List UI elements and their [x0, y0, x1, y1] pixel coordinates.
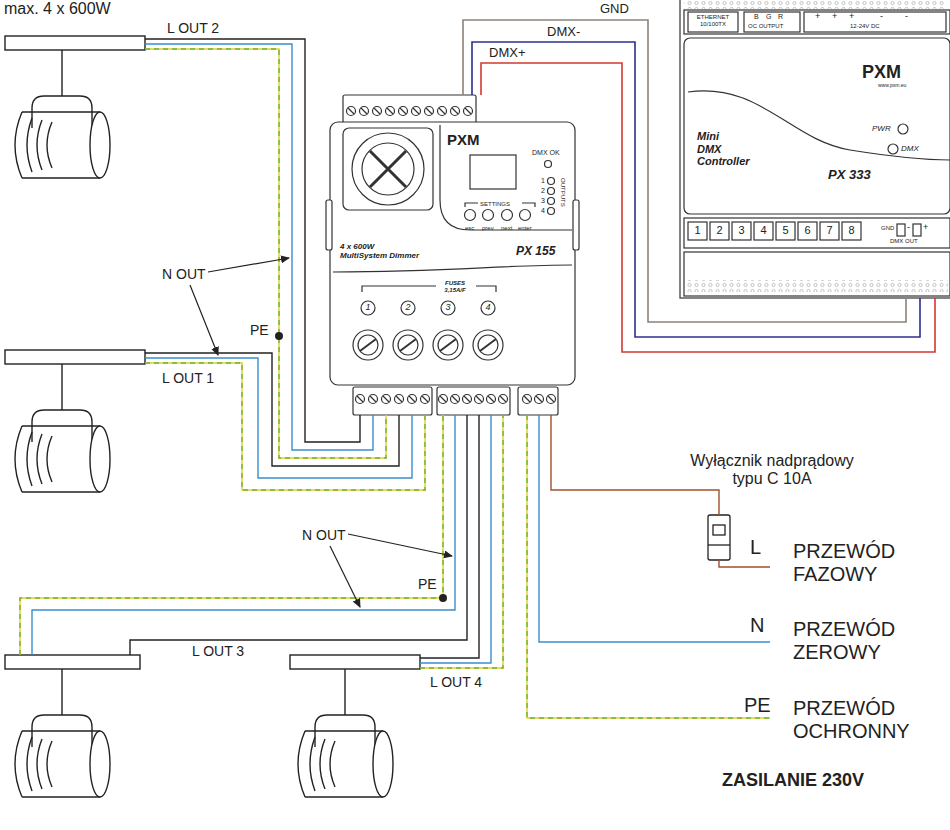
group-label: OUTPUTS: [559, 178, 566, 207]
pin-number: 6: [798, 224, 817, 237]
pin-label: -: [907, 222, 910, 232]
button-label: next: [501, 225, 512, 232]
output-label: L OUT 3: [190, 643, 246, 659]
channel-number: 3: [541, 197, 545, 205]
breaker-label: Wyłącznik nadprądowy typu C 10A: [680, 452, 864, 489]
conductor-letter: L: [750, 536, 761, 559]
button-label: prev: [482, 225, 494, 232]
channel-number: 4: [541, 207, 545, 215]
dimmer-housing: [326, 95, 579, 415]
logo: PXM: [862, 62, 901, 83]
pin-label: +: [923, 222, 928, 232]
led-label: PWR: [872, 124, 891, 133]
lamp: [5, 350, 145, 492]
pin-number: 2: [710, 224, 729, 237]
button-label: esc: [465, 225, 474, 232]
pin-label: GND: [881, 225, 894, 232]
lamp: [5, 36, 145, 178]
led-label: DMX OK: [532, 149, 560, 157]
conductor-name: PRZEWÓD FAZOWY: [793, 540, 943, 586]
fuse-number: 2: [401, 302, 415, 312]
signal-wire: [463, 20, 906, 322]
fuse-label: FUSES 3,15A/F: [440, 280, 470, 294]
port-label: 12-24V DC: [850, 23, 880, 30]
wires: [20, 39, 770, 718]
output-label: L OUT 1: [160, 370, 216, 386]
port-label: ETHERNET 10/100TX: [689, 14, 737, 28]
lamp: [290, 655, 420, 797]
model-description: 4 x 600W MultiSystem Dimmer: [340, 242, 420, 260]
pin-label: +: [832, 11, 837, 21]
port-label: OC OUTPUT: [748, 23, 783, 30]
controller-housing: [680, 0, 950, 298]
load-note: max. 4 x 600W: [4, 0, 111, 18]
button-label: enter: [518, 225, 532, 232]
channel-number: 2: [541, 187, 545, 195]
pin-number: 7: [820, 224, 839, 237]
fuse-number: 1: [361, 302, 375, 312]
conductor-name: PRZEWÓD ZEROWY: [793, 618, 943, 664]
port-label: DMX OUT: [890, 238, 918, 245]
pin-number: 5: [776, 224, 795, 237]
wire-label: PE: [416, 576, 439, 592]
signal-name: DMX+: [487, 46, 527, 61]
pointer-arrows: [190, 258, 452, 607]
model-name: PX 155: [516, 245, 555, 259]
output-label: L OUT 2: [165, 20, 221, 36]
pin-label: R: [778, 13, 783, 21]
wire-label: N OUT: [160, 266, 208, 282]
conductor-letter: PE: [744, 694, 771, 717]
conductor-letter: N: [750, 614, 764, 637]
signal-name: GND: [598, 2, 631, 17]
pin-number: 4: [754, 224, 773, 237]
web-address: www.pxm.eu: [878, 83, 906, 89]
group-label: SETTINGS: [480, 201, 510, 208]
pin-label: B: [754, 13, 759, 21]
pin-label: -: [880, 11, 883, 21]
signal-wire: [481, 63, 935, 352]
pin-label: -: [905, 11, 908, 21]
wire-label: PE: [248, 322, 271, 338]
controller-device: ETHERNET 10/100TXBGROC OUTPUT+++--12-24V…: [680, 0, 950, 298]
signal-name: DMX-: [545, 25, 582, 40]
fuse-number: 4: [481, 302, 495, 312]
circuit-breaker: [708, 515, 730, 560]
dimmer-device: PXM DMX OK SETTINGS esc prev next enter 1 2 3 4 OUT…: [330, 95, 575, 417]
junction-dot: [439, 594, 447, 602]
led-label: DMX: [901, 144, 919, 153]
pin-label: G: [766, 13, 771, 21]
fuse-number: 3: [441, 302, 455, 312]
model-description: Mini DMX Controller: [697, 130, 737, 168]
model-name: PX 333: [828, 168, 871, 183]
pin-label: +: [815, 11, 820, 21]
pin-number: 8: [842, 224, 861, 237]
junction-dot: [275, 332, 283, 340]
pin-label: +: [849, 11, 854, 21]
pin-number: 1: [688, 224, 707, 237]
supply-label: ZASILANIE 230V: [722, 770, 864, 791]
logo: PXM: [447, 131, 480, 148]
wire-label: N OUT: [300, 527, 348, 543]
pin-number: 3: [732, 224, 751, 237]
output-label: L OUT 4: [428, 674, 484, 690]
lamp: [5, 655, 140, 797]
signal-wire: [472, 42, 920, 337]
channel-number: 1: [541, 177, 545, 185]
conductor-name: PRZEWÓD OCHRONNY: [793, 697, 943, 743]
